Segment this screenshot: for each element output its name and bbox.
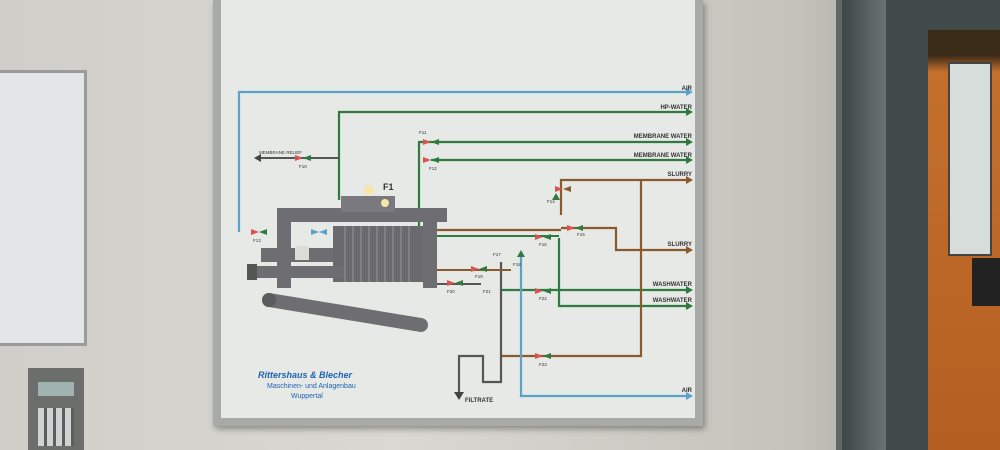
control-box-keypad [38,408,74,446]
control-box-left [28,368,84,450]
label-filtrate: FILTRATE [465,398,493,404]
filtrate-arrow [454,392,464,400]
valve-tag-f16: F16 [539,242,547,247]
label-membrane-relief: MEMBRANE RELIEF [259,150,302,155]
valve-tag-f22: F22 [539,296,547,301]
valve-tag-f10: F10 [299,164,307,169]
slurry-line-mid [561,226,686,252]
valve-tag-f18: F18 [513,262,521,267]
label-air-bottom: AIR [682,388,693,394]
air-line-bottom [519,255,686,398]
valve-tag-f17: F17 [493,252,501,257]
valve-tag-f12: F12 [429,166,437,171]
cabinet-handle [972,258,1000,306]
valve-tag-f11: F11 [419,130,427,135]
mimic-board-panel: AIR HP-WATER MEMBRANE WATER MEMBRANE WAT… [221,0,695,418]
label-membrane-water-1: MEMBRANE WATER [634,134,693,140]
valve-tag-f15: F15 [577,232,585,237]
valve-tag-f14: F14 [547,199,555,204]
filtrate-line [457,262,503,392]
valves [251,139,583,359]
brand-name: Rittershaus & Blecher [258,370,353,380]
slurry-line-top [559,178,686,215]
label-air-top: AIR [682,86,693,92]
valve-tag-f23: F23 [539,362,547,367]
label-slurry-mid: SLURRY [668,242,692,248]
cabinet-device [948,62,992,256]
cabinet-door [842,0,886,450]
adjacent-panel-left [0,70,87,346]
brand-line-1: Maschinen- und Anlagenbau [267,383,356,390]
washwater-line-2 [557,238,686,308]
membrane-water-line-1 [417,140,686,230]
label-washwater-1: WASHWATER [653,282,693,288]
valve-tag-f21: F21 [483,289,491,294]
filter-press [247,185,447,332]
control-box-screen [38,382,74,396]
mimic-board-frame: AIR HP-WATER MEMBRANE WATER MEMBRANE WAT… [213,0,703,426]
air-line-top [237,90,686,232]
hp-water-line [337,110,686,200]
membrane-relief-arrow [254,154,261,162]
valve-tag-f19: F19 [475,274,483,279]
label-hp-water: HP-WATER [660,105,692,111]
label-washwater-2: WASHWATER [653,298,693,304]
process-diagram: AIR HP-WATER MEMBRANE WATER MEMBRANE WAT… [237,86,693,404]
brand-line-2: Wuppertal [291,393,323,400]
line-end-arrows [686,88,693,400]
valve-tag-f20: F20 [447,289,455,294]
label-membrane-water-2: MEMBRANE WATER [634,153,693,159]
valve-tag-f13: F13 [253,238,261,243]
label-slurry-top: SLURRY [668,172,692,178]
label-filter: F1 [383,182,394,192]
